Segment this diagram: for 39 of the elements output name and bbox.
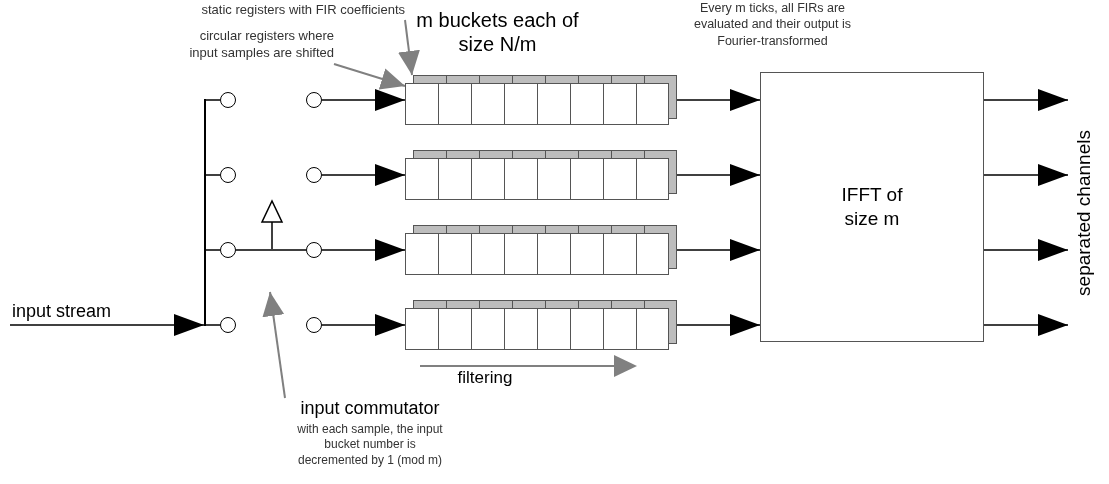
shift-register-drawing <box>405 75 677 125</box>
note-text: Every m ticks, all FIRs are evaluated and their output is Fourier-transformed <box>692 0 853 49</box>
arrow <box>983 314 1069 336</box>
arrow <box>321 239 406 261</box>
shift-register-drawing <box>405 150 677 200</box>
arrow <box>676 89 761 111</box>
leader-arrow <box>398 19 420 76</box>
arrow <box>321 314 406 336</box>
annotation-text: with each sample, the input bucket number is decremented by 1 (mod m) <box>296 421 444 469</box>
note-text: filtering <box>456 368 514 389</box>
arrow <box>676 314 761 336</box>
annotation-text: circular registers where input samples are shifted <box>174 28 334 64</box>
switch-contact <box>220 167 236 183</box>
switch-contact <box>306 317 322 333</box>
switch-contact <box>220 317 236 333</box>
output-label: separated channels <box>1073 130 1095 296</box>
arrow <box>983 164 1069 186</box>
leader-arrow <box>333 63 406 90</box>
ifft-block: IFFT of size m <box>760 72 984 342</box>
arrow <box>983 89 1069 111</box>
switch-contact <box>306 92 322 108</box>
arrow <box>9 314 205 336</box>
bus-line <box>204 99 206 326</box>
switch-contact <box>220 92 236 108</box>
arrow <box>676 239 761 261</box>
switch-contact <box>306 167 322 183</box>
annotation-text: static registers with FIR coefficients <box>140 2 405 20</box>
arrow <box>321 164 406 186</box>
leader-arrow <box>262 291 286 399</box>
arrow <box>676 164 761 186</box>
edge-label: input stream <box>12 302 112 321</box>
section-heading: m buckets each of size N/m <box>415 8 580 56</box>
switch-contact <box>306 242 322 258</box>
arrow <box>321 89 406 111</box>
shift-register-drawing <box>405 300 677 350</box>
shift-register-drawing <box>405 225 677 275</box>
arrow <box>983 239 1069 261</box>
annotation-heading: input commutator <box>300 398 440 420</box>
switch-contact <box>220 242 236 258</box>
